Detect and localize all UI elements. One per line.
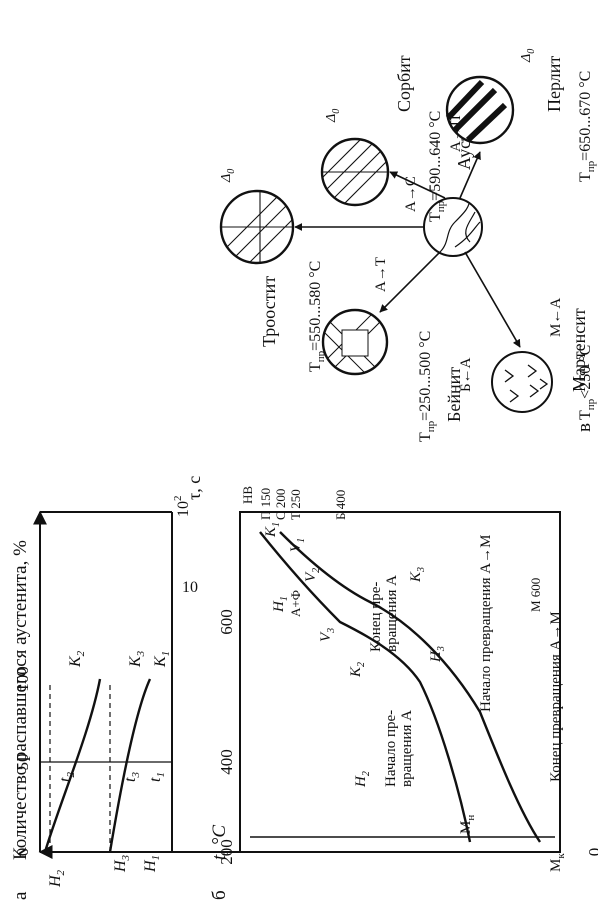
- label-end-2: вращения А: [384, 575, 400, 652]
- panel-a-xlabel: τ, с: [184, 476, 204, 500]
- sorbite-arrow: A→C: [403, 176, 419, 212]
- pearlite-temp: Tпр=650...670 °C: [577, 71, 597, 182]
- pearlite-delta: Δ0: [519, 49, 537, 63]
- pearlite-circle: [445, 75, 515, 145]
- panel-b-point-K1: K1: [263, 522, 282, 538]
- panel-a-curve-3: [108, 678, 152, 853]
- hardness-m: М 600: [528, 578, 543, 612]
- panel-a-point-t3: t3: [122, 772, 142, 782]
- label-mk-text: Конец превращения A→M: [548, 611, 564, 782]
- bainite-temp: Tпр=250...500 °C: [417, 331, 437, 442]
- bainite-name: Бейнит: [444, 367, 464, 422]
- troostite-arrow: A→T: [373, 257, 389, 292]
- pearlite-arrow: A→П: [448, 115, 464, 152]
- panel-b-ytick-600: 600: [217, 609, 236, 635]
- hardness-b: Б 400: [333, 490, 348, 520]
- panel-b-letter: б: [209, 890, 230, 900]
- panel-b-point-H2: H2: [353, 771, 372, 788]
- panel-a-ytick-100: 100: [13, 666, 32, 692]
- hardness-hb: HB: [240, 486, 255, 504]
- sorbite-temp: Tпр=590...640 °C: [427, 111, 447, 222]
- panel-a-xtick-2: 102: [172, 496, 192, 518]
- mn-label: Mн: [458, 815, 477, 834]
- troostite-temp: Tпр=550...580 °C: [307, 261, 327, 372]
- panel-a-ylabel: Количество распавшегося аустенита, %: [10, 540, 31, 860]
- panel-b-ytick-400: 400: [217, 749, 236, 775]
- hardness-t: Т 250: [288, 489, 303, 520]
- martensite-name: Мартенсит: [569, 308, 589, 392]
- martensite-temp: Tпр<250 °C: [577, 345, 597, 420]
- troostite-delta: Δ0: [219, 169, 237, 183]
- panel-b-point-V3: V3: [318, 628, 337, 642]
- panel-b: б t, °C 0 200 400 600 HB П 150 С 200 Т 2…: [209, 486, 598, 900]
- panel-c: в Аустенит Перлит A→П Tпр=650...670 °C Δ…: [219, 49, 597, 442]
- panel-b-point-K2: K2: [348, 662, 367, 678]
- label-mn-text: Начало превращения A→M: [478, 535, 494, 712]
- panel-a-xtick-1: 10: [182, 579, 198, 596]
- label-start-1: Начало пре-: [383, 710, 399, 787]
- sorbite-delta: Δ0: [324, 109, 342, 123]
- panel-b-point-K3: K3: [408, 567, 427, 583]
- label-end-1: Конец пре-: [368, 582, 384, 652]
- panel-a-ytick-50: 50: [13, 754, 32, 771]
- sorbite-name: Сорбит: [394, 55, 414, 112]
- hardness-s: С 200: [273, 489, 288, 520]
- martensite-circle: [491, 351, 553, 413]
- panel-a-point-K1: K1: [152, 651, 172, 668]
- pearlite-name: Перлит: [544, 56, 564, 112]
- martensite-arrow: M←A: [548, 298, 564, 337]
- panel-a-point-H3: H3: [112, 854, 132, 873]
- panel-b-point-H3: H3: [428, 646, 447, 663]
- label-a-plus-f: A+Ф: [288, 590, 303, 617]
- panel-b-ytick-0: 0: [585, 848, 598, 857]
- panel-a-curve-2: [43, 678, 102, 853]
- bainite-arrow: Б←A: [458, 357, 474, 392]
- panel-a-point-t1: t1: [147, 772, 167, 782]
- label-mk: Mк: [548, 853, 567, 872]
- panel-a-letter: а: [10, 891, 31, 900]
- austenite-circle: [423, 197, 483, 257]
- panel-c-letter: в: [574, 423, 595, 432]
- panel-a-ytick-0: 0: [13, 848, 32, 857]
- panel-a-point-K3: K3: [127, 650, 147, 668]
- panel-a-point-t2: t2: [57, 772, 77, 782]
- panel-a-point-H2: H2: [47, 869, 67, 888]
- panel-b-point-H1: H1: [271, 596, 290, 613]
- panel-b-point-V2: V2: [303, 568, 322, 582]
- panel-b-start-curve: [259, 531, 472, 843]
- panel-b-ytick-200: 200: [217, 839, 236, 865]
- hardness-p: П 150: [258, 488, 273, 520]
- panel-b-point-V1: V1: [288, 538, 307, 552]
- troostite-name: Троостит: [259, 276, 279, 347]
- panel-b-ylabel: t, °C: [209, 825, 230, 860]
- panel-b-frame: [239, 511, 561, 853]
- panel-a-point-H1: H1: [142, 855, 162, 873]
- panel-a-point-K2: K2: [67, 650, 87, 668]
- panel-b-end-curve: [279, 531, 541, 843]
- label-start-2: вращения А: [399, 710, 415, 787]
- panel-a: а Количество распавшегося аустенита, % 0…: [10, 476, 470, 900]
